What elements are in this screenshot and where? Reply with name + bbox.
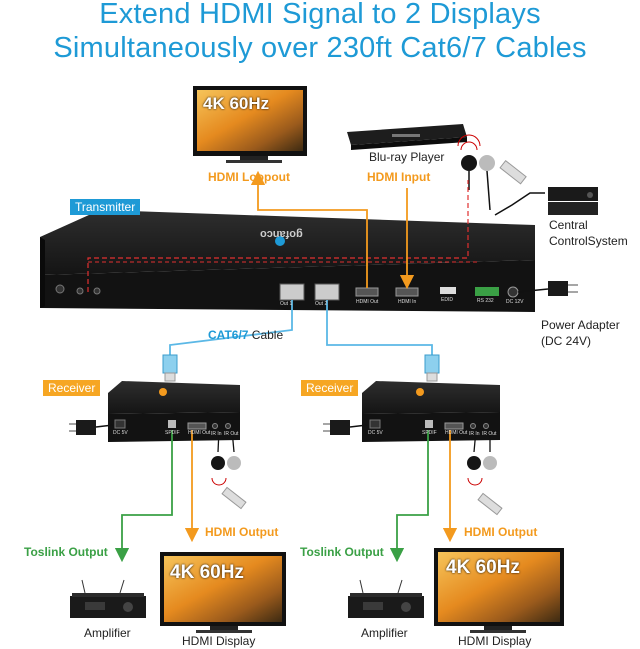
receiver-right-ir [467,429,503,516]
brand-logo-text: gofanco [260,228,303,240]
rxr-port-irin: IR In [469,431,480,437]
hdmi-loopout-label: HDMI Loopout [208,170,290,184]
central-label-2: ControlSystem [549,234,628,248]
toslink-right-label: Toslink Output [300,545,384,559]
hdmi-output-left-label: HDMI Output [205,525,279,539]
display-left-label: HDMI Display [182,634,256,648]
receiver-left-tag: Receiver [43,380,101,396]
bluray-label: Blu-ray Player [369,150,445,164]
power-label-1: Power Adapter [541,318,620,332]
display-left [160,552,286,633]
hdmi-input-label: HDMI Input [367,170,431,184]
title-line-2: Simultaneously over 230ft Cat6/7 Cables [53,32,587,64]
rj45-plug-left [162,354,178,382]
rxr-port-irout: IR Out [482,431,497,437]
cable-label-rest: Cable [248,328,284,342]
amplifier-left [70,579,146,618]
display-right [434,548,564,633]
tx-port-dc: DC 12V [506,299,524,305]
tx-port-out2: Out 2 [315,301,328,307]
power-label-2: (DC 24V) [541,334,592,348]
rxr-port-dc: DC 5V [368,430,383,436]
amplifier-right [348,579,424,618]
receiver-right-device [323,381,500,442]
cable-label: CAT6/7 Cable [208,328,283,342]
receiver-left-device [69,381,240,442]
toslink-right-line [389,430,429,563]
top-screen-label: 4K 60Hz [203,94,270,113]
title-line-1: Extend HDMI Signal to 2 Displays [99,0,541,30]
rxl-port-dc: DC 5V [113,430,128,436]
hdmi-output-right-label: HDMI Output [464,525,538,539]
rxl-port-hdmi: HDMI Out [188,430,211,436]
rxr-port-spdif: SPDIF [422,430,437,436]
rxl-port-spdif: SPDIF [165,430,180,436]
power-adapter-top [517,281,578,296]
amplifier-left-label: Amplifier [84,626,131,640]
top-ir-sensors [457,134,527,211]
rxl-port-irin: IR In [211,431,222,437]
amplifier-right-label: Amplifier [361,626,408,640]
tx-port-hdmi-out: HDMI Out [356,299,379,305]
tx-port-edid: EDID [441,297,453,303]
toslink-left-line [114,430,173,563]
bluray-player [347,124,467,150]
transmitter-device [40,180,535,312]
toslink-left-label: Toslink Output [24,545,108,559]
rxr-port-hdmi: HDMI Out [445,430,468,436]
central-control [494,187,598,216]
receiver-right-tag: Receiver [301,380,359,396]
cable-label-bold: CAT6/7 [208,328,249,342]
rxl-port-irout: IR Out [224,431,239,437]
tx-port-hdmi-in: HDMI In [398,299,417,305]
hdmi-loopout-line [250,170,368,288]
central-label-1: Central [549,218,588,232]
right-screen-label: 4K 60Hz [446,557,520,578]
transmitter-tag: Transmitter [70,199,141,215]
top-monitor [193,86,307,163]
display-right-label: HDMI Display [458,634,532,648]
tx-port-rs232: RS 232 [477,298,494,304]
cat-cable-left [169,300,293,355]
rj45-plug-right [424,354,440,382]
left-screen-label: 4K 60Hz [170,562,244,583]
receiver-left-ir [211,429,247,510]
tx-port-out1: Out 1 [280,301,293,307]
cat-cable-right [326,300,433,355]
